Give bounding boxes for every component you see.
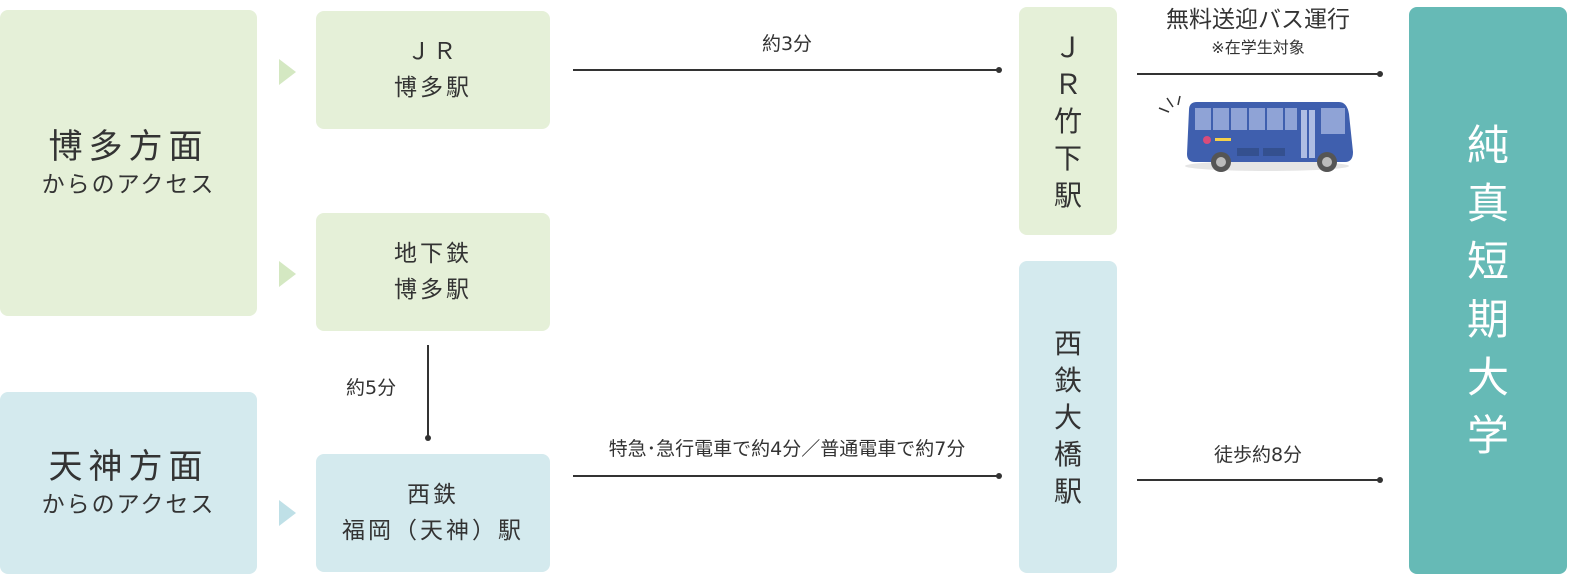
nishitetsu-ohashi-station: 西 鉄 大 橋 駅: [1019, 261, 1117, 573]
subway-to-nishitetsu-time: 約5分: [346, 377, 397, 399]
arrow-to-subway-hakata: [279, 261, 296, 287]
nishitetsu-ohashi-station-label: 西 鉄 大 橋 駅: [1053, 326, 1082, 508]
bus-route-line: [1137, 73, 1381, 75]
bus-icon: [1158, 95, 1353, 172]
bus-service-title: 無料送迎バス運行: [1166, 7, 1350, 33]
subway-to-nishitetsu-line-end: [425, 435, 431, 441]
destination-label: 純 真 短 期 大 学: [1466, 120, 1509, 460]
nishitetsu-fukuoka-station: 西鉄 福岡（天神）駅: [316, 454, 550, 572]
walk-route-line: [1137, 479, 1381, 481]
destination-box: 純 真 短 期 大 学: [1409, 7, 1567, 574]
bus-route-line-end: [1377, 71, 1383, 77]
jr-route-time: 約3分: [761, 33, 813, 55]
hakata-region-title: 博多方面: [48, 127, 209, 167]
arrow-to-jr-hakata: [279, 59, 296, 85]
nishitetsu-route-line-end: [996, 473, 1002, 479]
subway-hakata-station-label: 地下鉄 博多駅: [394, 241, 472, 303]
jr-hakata-station: ＪＲ 博多駅: [316, 11, 550, 129]
nishitetsu-fukuoka-station-label: 西鉄 福岡（天神）駅: [342, 482, 524, 544]
tenjin-region-title: 天神方面: [48, 447, 209, 487]
hakata-region-box: 博多方面 からのアクセス: [0, 10, 257, 316]
bus-service-note: ※在学生対象: [1211, 38, 1305, 57]
jr-route-line: [573, 69, 1000, 71]
walk-route-line-end: [1377, 477, 1383, 483]
jr-takeshita-station: Ｊ Ｒ 竹 下 駅: [1019, 7, 1117, 235]
tenjin-region-subtitle: からのアクセス: [41, 492, 216, 518]
jr-hakata-station-label: ＪＲ 博多駅: [394, 39, 472, 101]
arrow-to-nishitetsu-fukuoka: [279, 500, 296, 526]
nishitetsu-route-line: [573, 475, 1000, 477]
tenjin-region-box: 天神方面 からのアクセス: [0, 392, 257, 574]
hakata-region-subtitle: からのアクセス: [41, 172, 216, 198]
jr-takeshita-station-label: Ｊ Ｒ 竹 下 駅: [1053, 30, 1082, 212]
subway-to-nishitetsu-line: [427, 345, 429, 438]
jr-route-line-end: [996, 67, 1002, 73]
nishitetsu-route-time: 特急･急行電車で約4分／普通電車で約7分: [608, 438, 966, 460]
subway-hakata-station: 地下鉄 博多駅: [316, 213, 550, 331]
walk-route-time: 徒歩約8分: [1213, 444, 1303, 466]
